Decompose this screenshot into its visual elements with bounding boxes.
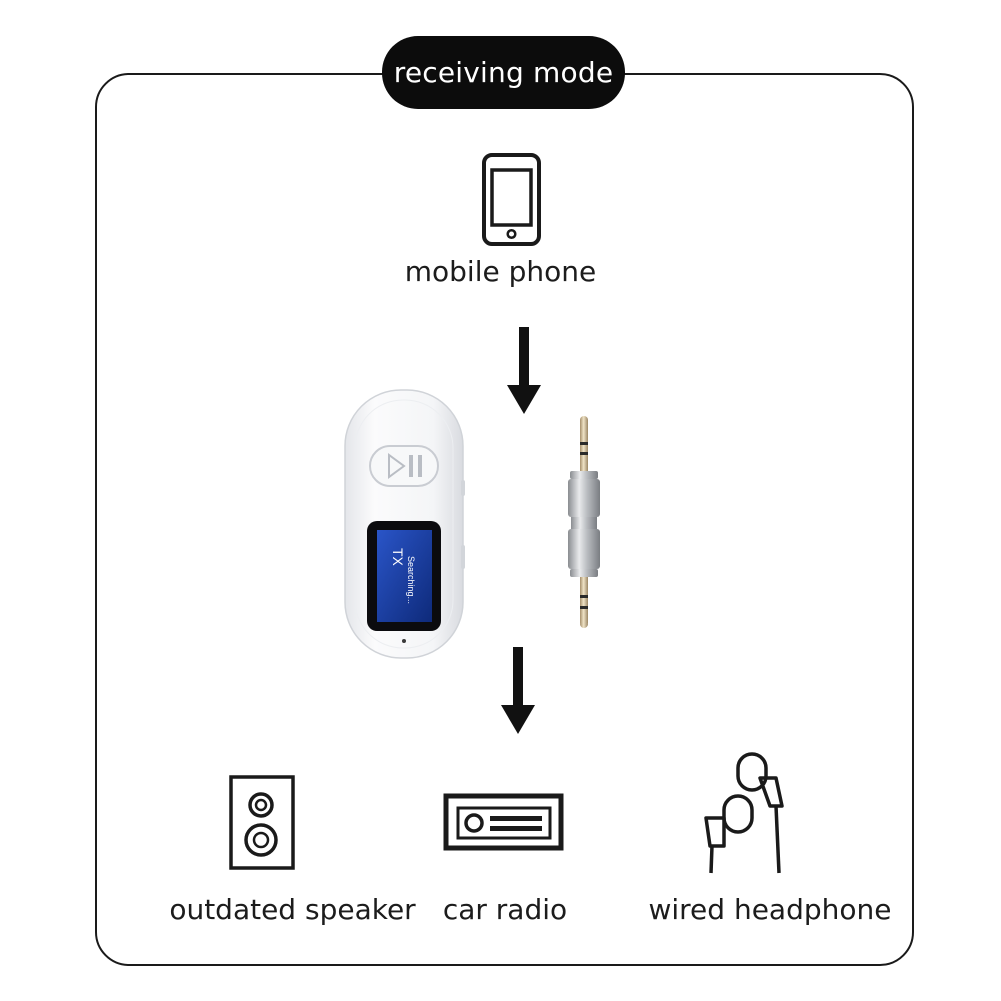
mobile-phone-label: mobile phone [404, 255, 597, 288]
screen-line-2: Searching... [406, 556, 416, 604]
speaker-label: outdated speaker [169, 893, 416, 926]
headphone-label: wired headphone [648, 893, 892, 926]
mode-title: receiving mode [393, 56, 614, 89]
mode-title-badge: receiving mode [382, 36, 625, 109]
car-radio-label: car radio [442, 893, 568, 926]
screen-line-1: TX [390, 548, 406, 567]
